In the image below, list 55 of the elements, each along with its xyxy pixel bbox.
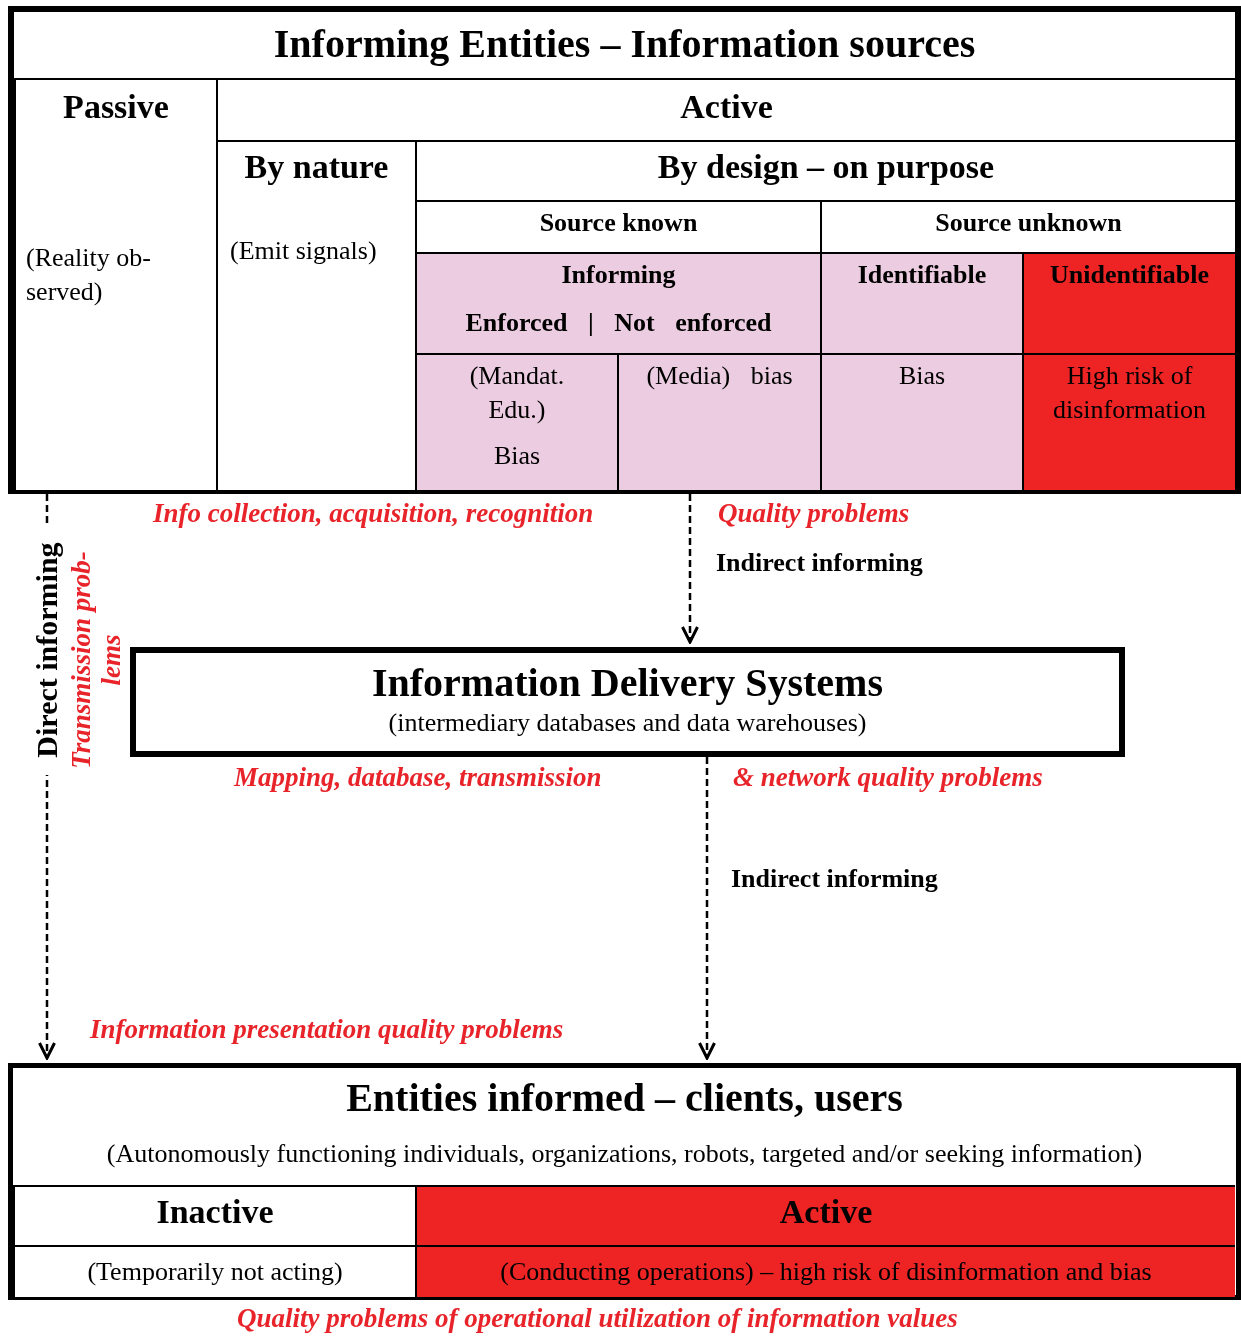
cell-text: Bias xyxy=(492,439,542,472)
header-cell xyxy=(415,1185,1235,1245)
header-cell xyxy=(14,78,216,490)
column-header: By design – on purpose xyxy=(656,148,996,186)
column-header: Unidentifiable xyxy=(1049,260,1210,290)
annotation-text: & network quality problems xyxy=(733,762,1043,793)
cell-text: (Mandat. Edu.) xyxy=(468,360,566,426)
header-cell xyxy=(415,252,820,353)
header-cell xyxy=(820,200,1235,252)
header-cell xyxy=(820,252,1022,353)
table-cell xyxy=(415,353,617,490)
cell-text: (Emit signals) xyxy=(230,235,378,267)
annotation-text: Info collection, acquisition, recognition xyxy=(153,498,594,529)
column-header: Enforced | Not enforced xyxy=(464,308,773,338)
annotation-text: Quality problems of operational utilization of information values xyxy=(237,1303,958,1334)
header-cell xyxy=(216,78,1235,140)
cell-text: (Temporarily not acting) xyxy=(86,1256,344,1288)
header-cell xyxy=(415,200,820,252)
column-header: Source known xyxy=(538,208,699,238)
box-subtitle: (intermediary databases and data warehouses) xyxy=(387,707,868,739)
table-cell xyxy=(820,353,1022,490)
cell-text: High risk of disinformation xyxy=(1051,360,1208,426)
process-box xyxy=(130,647,1125,757)
cell-text: Bias xyxy=(897,360,947,392)
dashed-arrow xyxy=(681,494,699,644)
annotation-text: Information presentation quality problems xyxy=(90,1014,564,1045)
column-header: Informing xyxy=(560,260,677,290)
table-title: Informing Entities – Information sources xyxy=(272,20,977,67)
header-cell xyxy=(415,140,1235,200)
annotation-text: Quality problems xyxy=(718,498,910,529)
cell-text: (Conducting operations) – high risk of disinformation and bias xyxy=(499,1256,1153,1288)
column-header: Active xyxy=(679,88,774,126)
dashed-arrow xyxy=(698,757,716,1060)
column-header: Passive xyxy=(62,88,170,126)
cell-text: (Reality ob- served) xyxy=(26,242,152,308)
table-panel xyxy=(8,6,1241,494)
table-panel xyxy=(8,1063,1241,1300)
annotation-text: Mapping, database, transmission xyxy=(234,762,602,793)
column-header: Source unknown xyxy=(934,208,1123,238)
table-subtitle: (Autonomously functioning individuals, organizations, robots, targeted and/or seeking information) xyxy=(105,1138,1144,1170)
header-cell xyxy=(1022,252,1235,353)
column-header: Identifiable xyxy=(856,260,988,290)
table-cell xyxy=(1022,353,1235,490)
column-header: By nature xyxy=(243,148,390,186)
table-cell xyxy=(415,1245,1235,1297)
table-cell xyxy=(13,1245,415,1297)
column-header: Active xyxy=(778,1193,874,1231)
header-cell xyxy=(216,140,415,490)
table-cell xyxy=(617,353,820,490)
box-title: Information Delivery Systems xyxy=(370,659,884,706)
cell-text: (Media) bias xyxy=(645,360,794,392)
table-title: Entities informed – clients, users xyxy=(345,1074,904,1121)
annotation-text: Transmission prob- lems xyxy=(67,550,127,771)
header-cell xyxy=(13,1185,415,1245)
column-header: Inactive xyxy=(155,1193,275,1231)
